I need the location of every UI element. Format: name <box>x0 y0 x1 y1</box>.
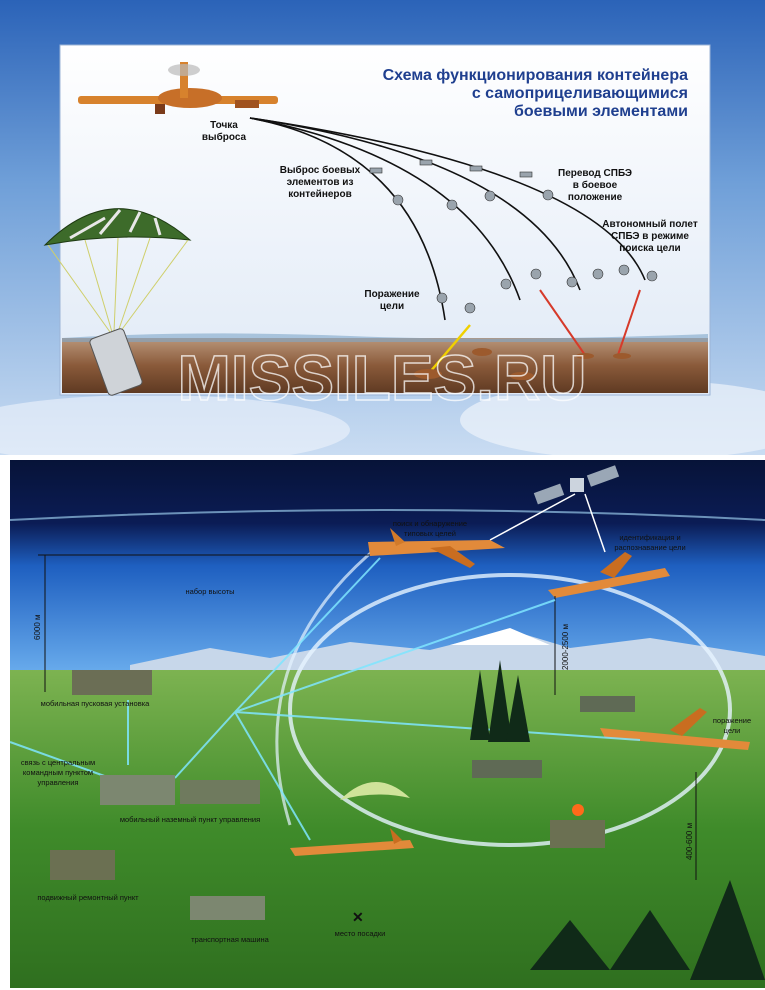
label-autonomous-3: поиска цели <box>619 243 680 254</box>
snow-cap <box>450 628 550 645</box>
label-transfer-1: Перевод СПБЭ <box>558 168 632 179</box>
label-autonomous-2: СПБЭ в режиме <box>611 231 689 242</box>
landing-x-icon: ✕ <box>352 909 364 925</box>
label-transfer-3: положение <box>568 192 623 203</box>
title-line-3: боевыми элементами <box>514 103 688 120</box>
communication-beams <box>10 557 641 841</box>
label-climb: набор высоты <box>185 587 234 596</box>
altitude-markers <box>38 554 697 880</box>
label-defeat-1: поражение <box>713 716 751 725</box>
cloud <box>460 380 765 455</box>
trajectory-lines <box>249 117 646 321</box>
label-release-3: контейнеров <box>288 189 352 200</box>
label-altitude-6000: 6000 м <box>33 614 42 640</box>
flight-path-loop <box>288 573 732 847</box>
label-identify-2: распознавание цели <box>614 543 685 552</box>
top-diagram-panel: Схема функционирования контейнера с само… <box>0 0 765 455</box>
label-ground-control: мобильный наземный пункт управления <box>120 815 260 824</box>
bottom-diagram-svg: ✕ поиск и обнаружение типовых целей иден… <box>10 460 765 988</box>
label-launcher: мобильная пусковая установка <box>41 699 150 708</box>
aircraft-landing-icon <box>290 828 414 856</box>
label-landing: место посадки <box>335 929 386 938</box>
ground-strip <box>62 338 708 393</box>
strike-beam-yellow <box>429 324 471 373</box>
title-line-2: с самоприцеливающимися <box>472 85 688 102</box>
forest-icons <box>470 660 765 980</box>
strike-beam-red <box>617 289 641 356</box>
aircraft-identify-icon <box>548 552 670 598</box>
label-transport: транспортная машина <box>191 935 269 944</box>
label-comms-2: командным пунктом <box>23 768 93 777</box>
submunition-icons <box>369 159 658 314</box>
parachute-icon <box>340 781 410 800</box>
label-autonomous-1: Автономный полет <box>602 219 698 230</box>
aircraft-defeat-icon <box>600 708 750 750</box>
strike-beam-red <box>539 289 586 356</box>
label-identify-1: идентификация и <box>619 533 680 542</box>
label-transfer-2: в боевое <box>573 179 618 191</box>
label-target-hit-1: Поражение <box>364 289 420 300</box>
aircraft-icon <box>78 62 278 114</box>
label-release-1: Выброс боевых <box>280 164 361 176</box>
title-line-1: Схема функционирования контейнера <box>383 67 689 84</box>
label-defeat-2: цели <box>724 726 741 735</box>
satellite-links <box>489 493 606 553</box>
label-altitude-mid: 2000-2500 м <box>561 624 570 670</box>
label-drop-point-1: Точка <box>210 120 238 131</box>
label-release-2: элементов из <box>287 177 354 188</box>
label-altitude-low: 400-600 м <box>685 823 694 860</box>
label-comms-3: управления <box>38 778 79 787</box>
label-repair: подвижный ремонтный пункт <box>37 893 139 902</box>
climb-path <box>275 543 381 826</box>
target-tank-icons <box>414 348 631 380</box>
horizon <box>62 333 708 342</box>
watermark: MISSILES.RU <box>178 342 587 414</box>
mountains <box>130 630 765 675</box>
label-search-1: поиск и обнаружение <box>393 519 467 528</box>
label-drop-point-2: выброса <box>202 131 247 143</box>
label-search-2: типовых целей <box>404 529 456 538</box>
atmosphere-glow <box>10 509 765 521</box>
vehicle-icons <box>50 670 635 920</box>
parachute-container-icon <box>43 208 192 396</box>
cloud <box>0 395 350 455</box>
bottom-diagram-panel: ✕ поиск и обнаружение типовых целей иден… <box>10 460 765 988</box>
label-target-hit-2: цели <box>380 301 404 312</box>
aircraft-search-icon <box>368 528 505 568</box>
satellite-icon <box>533 465 620 505</box>
label-comms-1: связь с центральным <box>21 758 95 767</box>
top-diagram-svg: Схема функционирования контейнера с само… <box>0 0 765 455</box>
